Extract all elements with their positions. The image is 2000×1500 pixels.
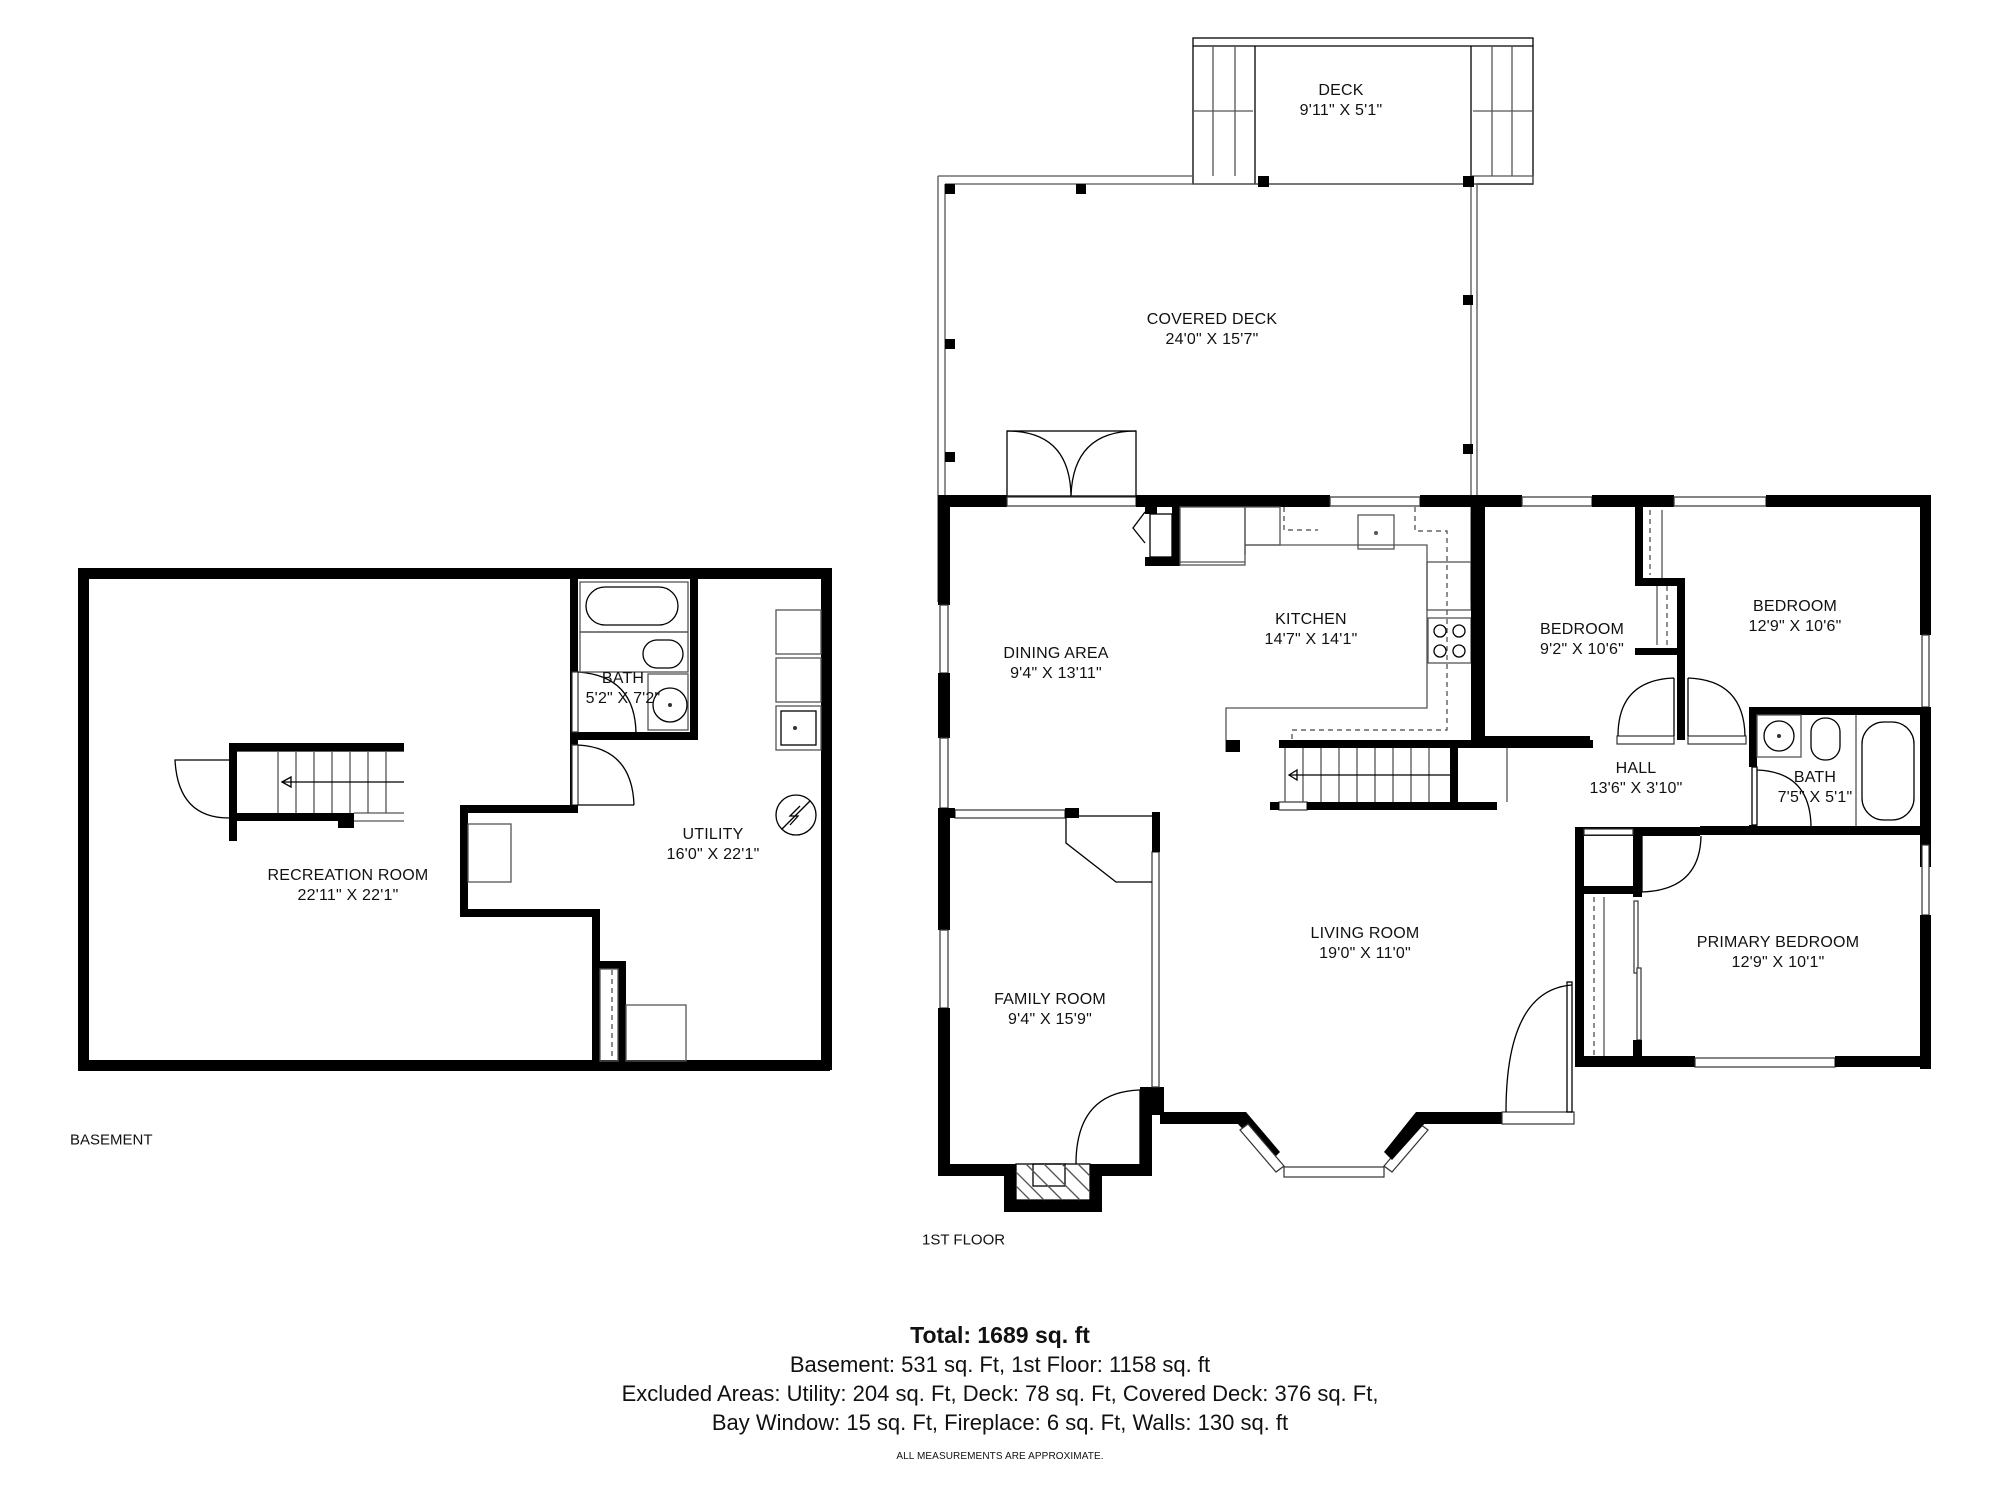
room-hall-bath: BATH 7'5" X 5'1" (1778, 768, 1853, 808)
room-dims: 9'4" X 15'9" (1008, 1011, 1092, 1028)
room-name: PRIMARY BEDROOM (1696, 934, 1860, 951)
room-basement-bath: BATH 5'2" X 7'2" (586, 669, 661, 709)
room-name: UTILITY (682, 826, 744, 843)
room-dims: 14'7" X 14'1" (1264, 631, 1358, 648)
room-dims: 13'6" X 3'10" (1589, 780, 1683, 797)
room-family-room: FAMILY ROOM 9'4" X 15'9" (994, 990, 1106, 1030)
room-name: COVERED DECK (1146, 311, 1278, 328)
room-dims: 9'11" X 5'1" (1299, 102, 1383, 119)
room-name: DECK (1318, 82, 1364, 99)
room-dims: 12'9" X 10'6" (1748, 618, 1842, 635)
room-name: DINING AREA (1003, 645, 1109, 662)
room-dining-area: DINING AREA 9'4" X 13'11" (1003, 644, 1108, 684)
room-kitchen: KITCHEN 14'7" X 14'1" (1264, 610, 1357, 650)
area-summary: Total: 1689 sq. ft Basement: 531 sq. Ft,… (0, 1320, 2000, 1462)
room-name: KITCHEN (1275, 611, 1347, 628)
room-name: BEDROOM (1539, 621, 1625, 638)
room-covered-deck: COVERED DECK 24'0" X 15'7" (1147, 310, 1277, 350)
floor-label-basement: BASEMENT (70, 1131, 153, 1149)
room-bedroom-2: BEDROOM 12'9" X 10'6" (1748, 597, 1841, 637)
room-living-room: LIVING ROOM 19'0" X 11'0" (1311, 924, 1420, 964)
room-name: FAMILY ROOM (994, 991, 1106, 1008)
basement-plan (78, 568, 832, 1071)
floor-breakdown: Basement: 531 sq. Ft, 1st Floor: 1158 sq… (789, 1352, 1211, 1377)
room-dims: 5'2" X 7'2" (585, 690, 661, 707)
floor-label-first: 1ST FLOOR (922, 1231, 1006, 1249)
first-floor-plan (937, 37, 1931, 1212)
excluded-areas-line-2: Bay Window: 15 sq. Ft, Fireplace: 6 sq. … (711, 1410, 1289, 1435)
room-dims: 7'5" X 5'1" (1777, 789, 1853, 806)
room-name: BEDROOM (1752, 598, 1838, 615)
disclaimer: ALL MEASUREMENTS ARE APPROXIMATE. (896, 1451, 1104, 1462)
room-dims: 24'0" X 15'7" (1165, 331, 1259, 348)
excluded-areas-line-1: Excluded Areas: Utility: 204 sq. Ft, Dec… (621, 1381, 1379, 1406)
room-name: HALL (1615, 760, 1657, 777)
room-dims: 9'2" X 10'6" (1540, 641, 1624, 658)
room-dims: 22'11" X 22'1" (297, 887, 399, 904)
room-dims: 19'0" X 11'0" (1319, 945, 1411, 962)
total-area: Total: 1689 sq. ft (910, 1322, 1090, 1348)
room-deck: DECK 9'11" X 5'1" (1300, 81, 1383, 121)
room-name: BATH (601, 670, 645, 687)
room-dims: 12'9" X 10'1" (1731, 954, 1825, 971)
room-dims: 9'4" X 13'11" (1010, 665, 1102, 682)
room-dims: 16'0" X 22'1" (666, 846, 760, 863)
room-hall: HALL 13'6" X 3'10" (1589, 759, 1682, 799)
room-name: LIVING ROOM (1310, 925, 1420, 942)
room-recreation-room: RECREATION ROOM 22'11" X 22'1" (268, 866, 429, 906)
room-primary-bedroom: PRIMARY BEDROOM 12'9" X 10'1" (1697, 933, 1859, 973)
room-bedroom-1: BEDROOM 9'2" X 10'6" (1540, 620, 1624, 660)
room-name: RECREATION ROOM (267, 867, 429, 884)
room-utility: UTILITY 16'0" X 22'1" (666, 825, 759, 865)
room-name: BATH (1793, 769, 1837, 786)
